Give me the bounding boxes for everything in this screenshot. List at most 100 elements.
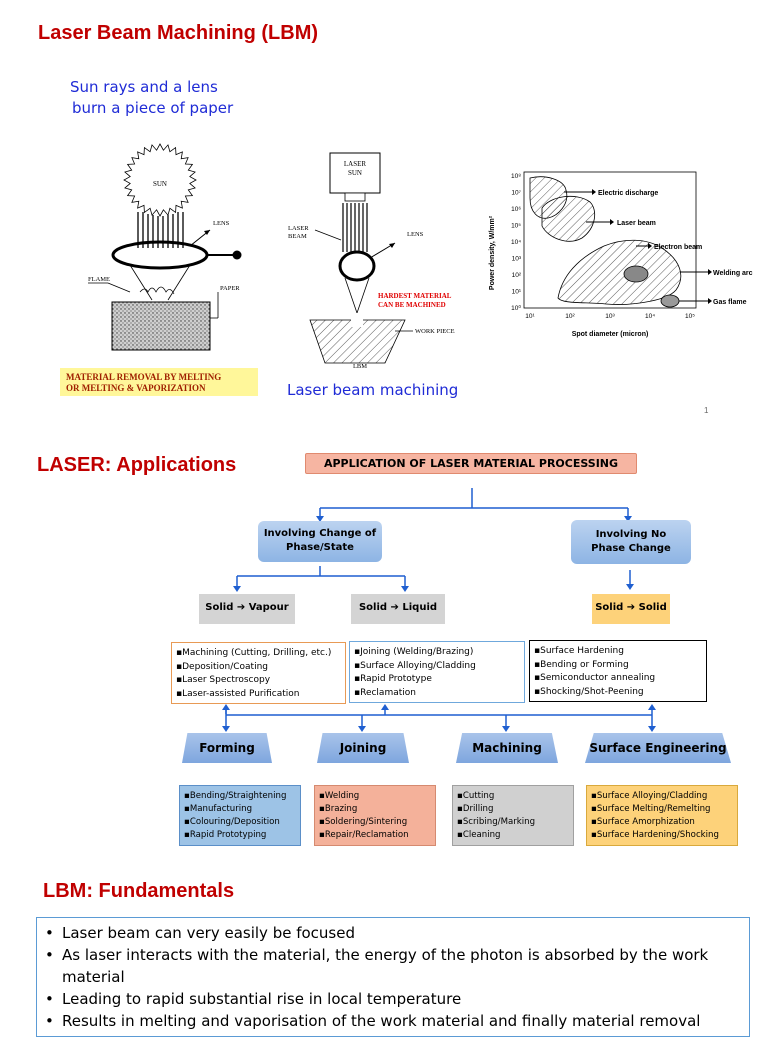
laser-source-label-2: SUN: [348, 169, 362, 177]
laser-source-label-1: LASER: [344, 160, 367, 168]
laser-lens-icon: [338, 250, 376, 282]
y-tick-label: 10³: [512, 256, 522, 263]
electron-beam-region: [557, 239, 682, 305]
no-phase-change-group: Involving No Phase Change: [571, 520, 691, 564]
hardest-material-1: HARDEST MATERIAL: [378, 292, 452, 300]
chart-label-welding-arc: Welding arc: [713, 270, 753, 277]
solid-liquid-label: Solid ➔ Liquid: [351, 594, 445, 624]
chart-x-label: Spot diameter (micron): [572, 331, 649, 338]
material-removal-line-1: MATERIAL REMOVAL BY MELTING: [66, 372, 222, 382]
workpiece-label: WORK PIECE: [415, 328, 455, 335]
list-solid-liquid: ▪Joining (Welding/Brazing) ▪Surface Allo…: [349, 641, 525, 703]
lbm-caption: Laser beam machining: [287, 381, 459, 399]
list-joining: ▪Welding ▪Brazing ▪Soldering/Sintering ▪…: [314, 785, 436, 846]
paper-label: PAPER: [220, 285, 240, 292]
lbm-label: LBM: [353, 363, 367, 370]
y-tick-label: 10⁵: [511, 223, 521, 230]
list-item: ▪Deposition/Coating: [176, 661, 268, 672]
laser-beam-region: [541, 195, 596, 242]
list-item: ▪Rapid Prototype: [354, 674, 432, 684]
list-machining: ▪Cutting ▪Drilling ▪Scribing/Marking ▪Cl…: [452, 785, 574, 846]
lens-label: LENS: [213, 220, 230, 227]
list-item: As laser interacts with the material, th…: [45, 944, 739, 988]
list-item: ▪Manufacturing: [184, 804, 253, 814]
material-removal-line-2: OR MELTING & VAPORIZATION: [66, 383, 206, 393]
laser-lens-label: LENS: [407, 231, 424, 238]
list-item: ▪Reclamation: [354, 687, 416, 698]
list-item: ▪Soldering/Sintering: [319, 817, 408, 827]
chart-label-electron-beam: Electron beam: [654, 244, 702, 251]
list-item: ▪Rapid Prototyping: [184, 830, 267, 840]
list-item: ▪Welding: [319, 791, 360, 801]
gas-flame-region: [660, 294, 680, 308]
list-item: ▪Surface Hardening/Shocking: [591, 830, 719, 840]
flame-label: FLAME: [88, 276, 110, 283]
welding-arc-region: [623, 265, 649, 283]
y-tick-label: 10⁶: [511, 206, 521, 213]
list-item: ▪Brazing: [319, 804, 358, 814]
laser-diagram: LASER SUN LASER BEAM LENS HARDEST MATERI…: [288, 152, 455, 370]
list-item: ▪Bending/Straightening: [184, 791, 287, 801]
change-phase-group: Involving Change of Phase/State: [258, 521, 382, 562]
list-item: ▪Bending or Forming: [534, 659, 629, 670]
y-tick-label: 10⁰: [511, 304, 521, 312]
x-tick-label: 10⁵: [685, 313, 695, 320]
applications-title: LASER: Applications: [37, 454, 237, 476]
y-tick-label: 10⁸: [511, 173, 521, 180]
list-forming: ▪Bending/Straightening ▪Manufacturing ▪C…: [179, 785, 301, 846]
hardest-material-2: CAN BE MACHINED: [378, 301, 446, 309]
x-tick-label: 10¹: [525, 313, 535, 320]
laser-source-box: [329, 152, 381, 194]
change-phase-line-1: Involving Change of: [263, 528, 377, 539]
beam-label-2: BEAM: [288, 233, 307, 240]
chart-frame: [523, 171, 697, 309]
list-item: ▪Scribing/Marking: [457, 817, 536, 827]
lens-icon: [111, 240, 209, 270]
x-tick-label: 10²: [565, 313, 575, 320]
list-item: ▪Cutting: [457, 791, 495, 801]
paper-block: [111, 301, 211, 351]
list-item: Leading to rapid substantial rise in loc…: [45, 988, 739, 1010]
flow-connectors: [222, 488, 656, 732]
no-phase-change-line-1: Involving No: [595, 529, 667, 540]
chart-label-laser-beam: Laser beam: [617, 220, 656, 227]
sun-icon: SUN: [123, 143, 197, 217]
category-joining: Joining: [317, 733, 409, 763]
list-item: ▪Laser Spectroscopy: [176, 675, 271, 685]
list-solid-vapour: ▪Machining (Cutting, Drilling, etc.) ▪De…: [171, 642, 346, 704]
application-header: APPLICATION OF LASER MATERIAL PROCESSING: [305, 453, 637, 474]
sun-caption-line-2: burn a piece of paper: [72, 99, 234, 117]
y-tick-label: 10²: [512, 272, 522, 279]
page-number: 1: [704, 406, 709, 415]
solid-vapour-label: Solid ➔ Vapour: [199, 594, 295, 624]
sun-lens-diagram: SUN LENS FLAME PAPER: [88, 143, 242, 351]
list-solid-solid: ▪Surface Hardening ▪Bending or Forming ▪…: [529, 640, 707, 702]
power-density-chart: Power density, W/mm² 10⁸10⁷10⁶10⁵10⁴10³1…: [489, 171, 753, 338]
list-surface-engineering: ▪Surface Alloying/Cladding ▪Surface Melt…: [586, 785, 738, 846]
fundamentals-list: Laser beam can very easily be focused As…: [36, 917, 750, 1037]
laser-beam-lines: [342, 203, 368, 252]
solid-solid-label: Solid ➔ Solid: [592, 594, 670, 624]
list-item: ▪Surface Melting/Remelting: [591, 804, 711, 814]
no-phase-change-line-2: Phase Change: [591, 543, 671, 554]
list-item: ▪Surface Hardening: [534, 646, 624, 656]
category-machining: Machining: [456, 733, 558, 763]
list-item: ▪Repair/Reclamation: [319, 830, 409, 840]
change-phase-line-2: Phase/State: [286, 542, 354, 553]
beam-label-1: LASER: [288, 225, 309, 232]
list-item: ▪Semiconductor annealing: [534, 673, 656, 683]
list-item: Results in melting and vaporisation of t…: [45, 1010, 739, 1032]
workpiece-shape: [309, 319, 406, 364]
list-item: ▪Surface Amorphization: [591, 817, 695, 827]
list-item: ▪Shocking/Shot-Peening: [534, 686, 644, 697]
flame-icon: [139, 286, 175, 295]
sun-label: SUN: [153, 180, 167, 188]
sun-caption-line-1: Sun rays and a lens: [70, 78, 218, 96]
y-tick-label: 10⁴: [511, 239, 521, 246]
list-item: ▪Drilling: [457, 804, 494, 814]
material-removal-note: MATERIAL REMOVAL BY MELTING OR MELTING &…: [60, 368, 258, 396]
list-item: ▪Joining (Welding/Brazing): [354, 647, 474, 657]
x-tick-label: 10⁴: [645, 313, 655, 320]
y-tick-label: 10⁷: [511, 190, 521, 197]
x-tick-label: 10³: [605, 313, 615, 320]
